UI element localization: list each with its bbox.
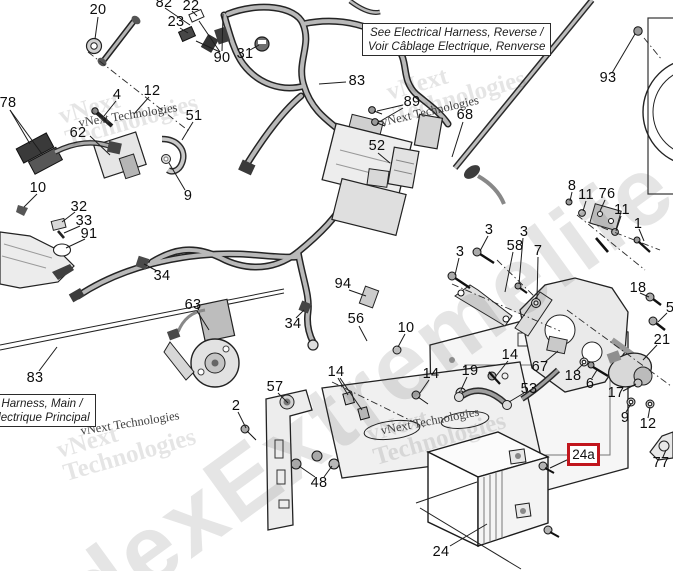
part-number-label: 52 <box>368 138 386 154</box>
part-number-label: 1 <box>633 216 643 232</box>
part-number-label: 12 <box>639 416 657 432</box>
highlight-box-24a[interactable]: 24a <box>567 443 600 466</box>
part-number-label: 3 <box>484 222 494 238</box>
callout-main-note: Electrical Harness, Main / Câblage Elect… <box>0 394 96 428</box>
bracket-77 <box>649 431 673 461</box>
part-number-label: 12 <box>143 83 161 99</box>
battery-24 <box>415 431 560 570</box>
part-number-label: 89 <box>403 94 421 110</box>
leader-lines <box>9 7 668 547</box>
part-number-label: 2 <box>231 398 241 414</box>
long-rod-68 <box>348 0 595 170</box>
right-fasteners <box>487 292 666 409</box>
clamp-94 <box>358 285 380 309</box>
part-number-label: 24 <box>432 544 450 560</box>
relays-52 <box>366 113 444 189</box>
part-number-label: 83 <box>26 370 44 386</box>
part-number-label: 10 <box>29 180 47 196</box>
conduit-83 <box>0 288 285 351</box>
part-number-label: 5 <box>665 300 673 316</box>
part-number-label: 21 <box>653 332 671 348</box>
part-number-label: 56 <box>347 311 365 327</box>
inset-box <box>633 17 673 195</box>
part-number-label: 3 <box>455 244 465 260</box>
part-number-label: 14 <box>501 347 519 363</box>
part-number-label: 90 <box>213 50 231 66</box>
part-number-label: 11 <box>578 187 594 203</box>
part-number-label: 22 <box>182 0 200 14</box>
part-number-label: 76 <box>598 186 616 202</box>
part-number-label: 51 <box>185 108 203 124</box>
left-parts <box>0 132 122 289</box>
part-number-label: 20 <box>89 2 107 18</box>
part-number-label: 78 <box>0 95 17 111</box>
part-number-label: 14 <box>422 366 440 382</box>
bolts-89 <box>368 106 386 127</box>
part-number-label: 4 <box>112 87 122 103</box>
part-number-label: 9 <box>183 188 193 204</box>
part-number-label: 18 <box>564 368 582 384</box>
part-number-label: 67 <box>531 359 549 375</box>
wiring-harness <box>68 3 452 351</box>
part-number-label: 82 <box>155 0 173 11</box>
part-number-label: 6 <box>585 376 595 392</box>
part-number-label: 23 <box>167 14 185 30</box>
part-number-label: 14 <box>327 364 345 380</box>
part-number-label: 33 <box>75 213 93 229</box>
part-number-label: 57 <box>266 379 284 395</box>
part-number-label: 62 <box>69 125 87 141</box>
part-number-label: 93 <box>599 70 617 86</box>
part-number-label: 83 <box>348 73 366 89</box>
part-number-label: 31 <box>236 46 254 62</box>
part-number-label: 32 <box>70 199 88 215</box>
part-number-label: 18 <box>629 280 647 296</box>
part-number-label: 3 <box>519 224 529 240</box>
part-number-label: 7 <box>533 243 543 259</box>
strap-58 <box>447 247 541 327</box>
top-left-parts <box>85 8 270 67</box>
motor-63 <box>163 298 240 388</box>
part-number-label: 34 <box>153 268 171 284</box>
shift-lever <box>463 165 506 205</box>
bracket-57 <box>265 389 313 531</box>
callout-reverse-note: See Electrical Harness, Reverse / Voir C… <box>362 23 552 57</box>
part-number-label: 68 <box>456 107 474 123</box>
part-number-label: 19 <box>461 363 479 379</box>
part-number-label: 53 <box>520 381 538 397</box>
part-number-label: 63 <box>184 297 202 313</box>
part-number-label: 91 <box>80 226 98 242</box>
part-number-label: 58 <box>506 238 524 254</box>
part-number-label: 17 <box>607 385 625 401</box>
part-number-label: 11 <box>614 202 630 218</box>
engine-bracket-67 <box>514 277 653 393</box>
part-number-label: 34 <box>284 316 302 332</box>
part-number-label: 8 <box>567 178 577 194</box>
part-number-label: 48 <box>310 475 328 491</box>
ground-cable-53 <box>454 367 561 410</box>
part-number-label: 94 <box>334 276 352 292</box>
part-number-label: 10 <box>397 320 415 336</box>
part-number-label: 9 <box>620 410 630 426</box>
part-number-label: 77 <box>652 455 670 471</box>
